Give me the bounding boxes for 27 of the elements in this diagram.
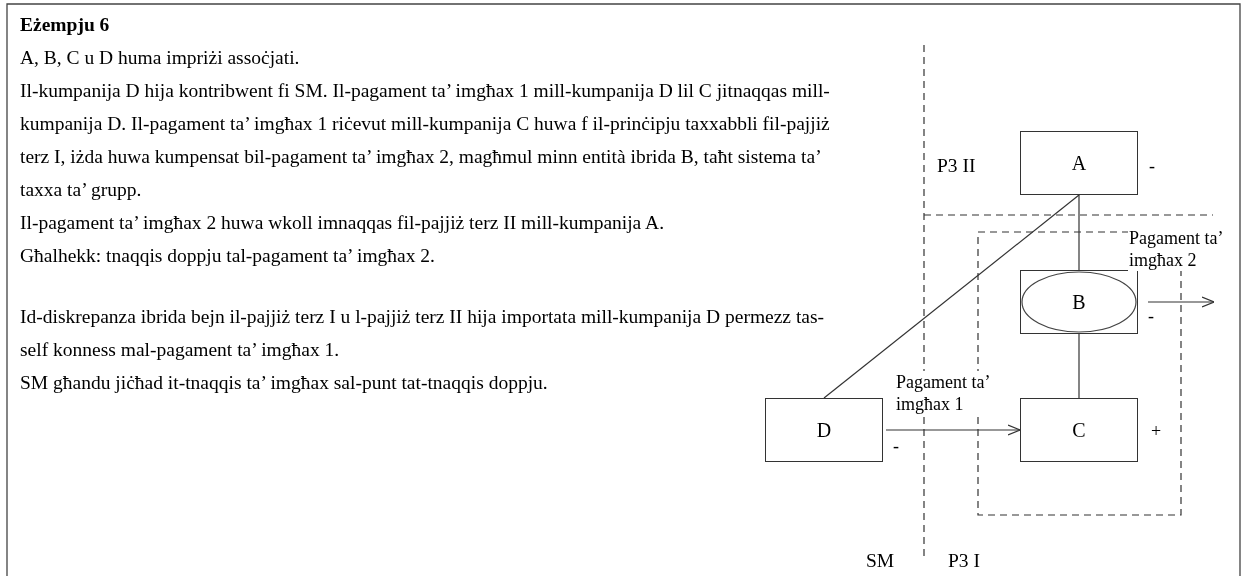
paragraph: SM għandu jiċħad it-tnaqqis ta’ imgħax sal-punt tat-tnaqqis doppju.: [20, 371, 549, 395]
paragraph: A, B, C u D huma impriżi assoċjati.: [20, 46, 301, 70]
sign-label: -: [893, 436, 899, 456]
paragraph: Il-pagament ta’ imgħax 2 huwa wkoll imnaqqas fil-pajjiż terz II mill-kumpanija A.: [20, 211, 666, 235]
connector-line: [1078, 194, 1080, 271]
paragraph: Għalhekk: tnaqqis doppju tal-pagament ta’ imgħax 2.: [20, 244, 436, 268]
sign-label: -: [1148, 306, 1154, 326]
region-label: P3 II: [937, 155, 977, 177]
arrow: [1147, 296, 1215, 308]
paragraph: Il-kumpanija D hija kontribwent fi SM. Il-pagament ta’ imgħax 1 mill-kumpanija D lil C jitnaqqas mill-kumpanija D. Il-pagament ta’ imgħax 1 riċevut mill-kumpanija C huwa f il-prinċipju taxxabbli fil-pajjiż terz I, iżda huwa kumpensat bil-pagament ta’ imgħax 2, magħmul minn entità ibrida B, taħt sistema ta’ taxxa ta’ grupp.: [20, 79, 831, 202]
region-label: P3 I: [948, 550, 981, 572]
node-label: A: [1071, 151, 1087, 175]
company-box: [765, 398, 883, 462]
node-label: C: [1072, 418, 1086, 442]
arrow: [885, 424, 1021, 436]
connector-line: [1078, 333, 1080, 399]
region-label: SM: [866, 550, 896, 572]
sign-label: -: [1149, 156, 1155, 176]
sign-label: +: [1151, 421, 1162, 441]
paragraph: Id-diskrepanza ibrida bejn il-pajjiż terz I u l-pajjiż terz II hija importata mill-kumpanija D permezz tas-self konness mal-pagament ta’ imgħax 1.: [20, 305, 826, 362]
node-label: D: [816, 418, 832, 442]
title: Eżempju 6: [20, 13, 110, 37]
hybrid-entity-box: [1020, 270, 1138, 334]
connector-line: [823, 194, 1080, 399]
company-box: [1020, 131, 1138, 195]
company-box: [1020, 398, 1138, 462]
node-label: B: [1072, 290, 1086, 314]
